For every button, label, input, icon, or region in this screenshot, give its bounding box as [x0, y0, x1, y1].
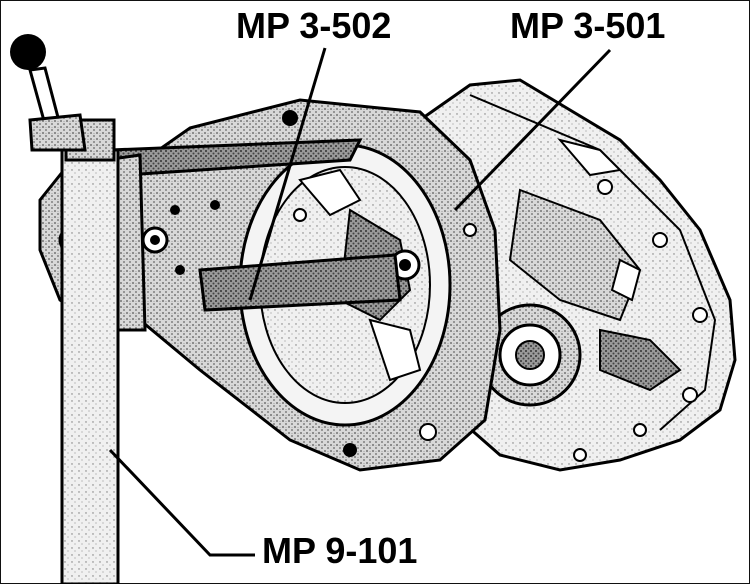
leader-mp-3-501: [453, 48, 612, 212]
leader-mp-9-101: [108, 448, 255, 557]
stand-post: [60, 118, 120, 584]
label-mp-3-501: MP 3-501: [510, 5, 666, 46]
output-flange: [478, 303, 582, 407]
leader-lines: [108, 47, 612, 557]
label-mp-3-502: MP 3-502: [236, 5, 392, 46]
leader-mp-3-502: [248, 47, 327, 301]
clamp-handle: [10, 34, 87, 152]
label-mp-9-101: MP 9-101: [262, 530, 418, 571]
